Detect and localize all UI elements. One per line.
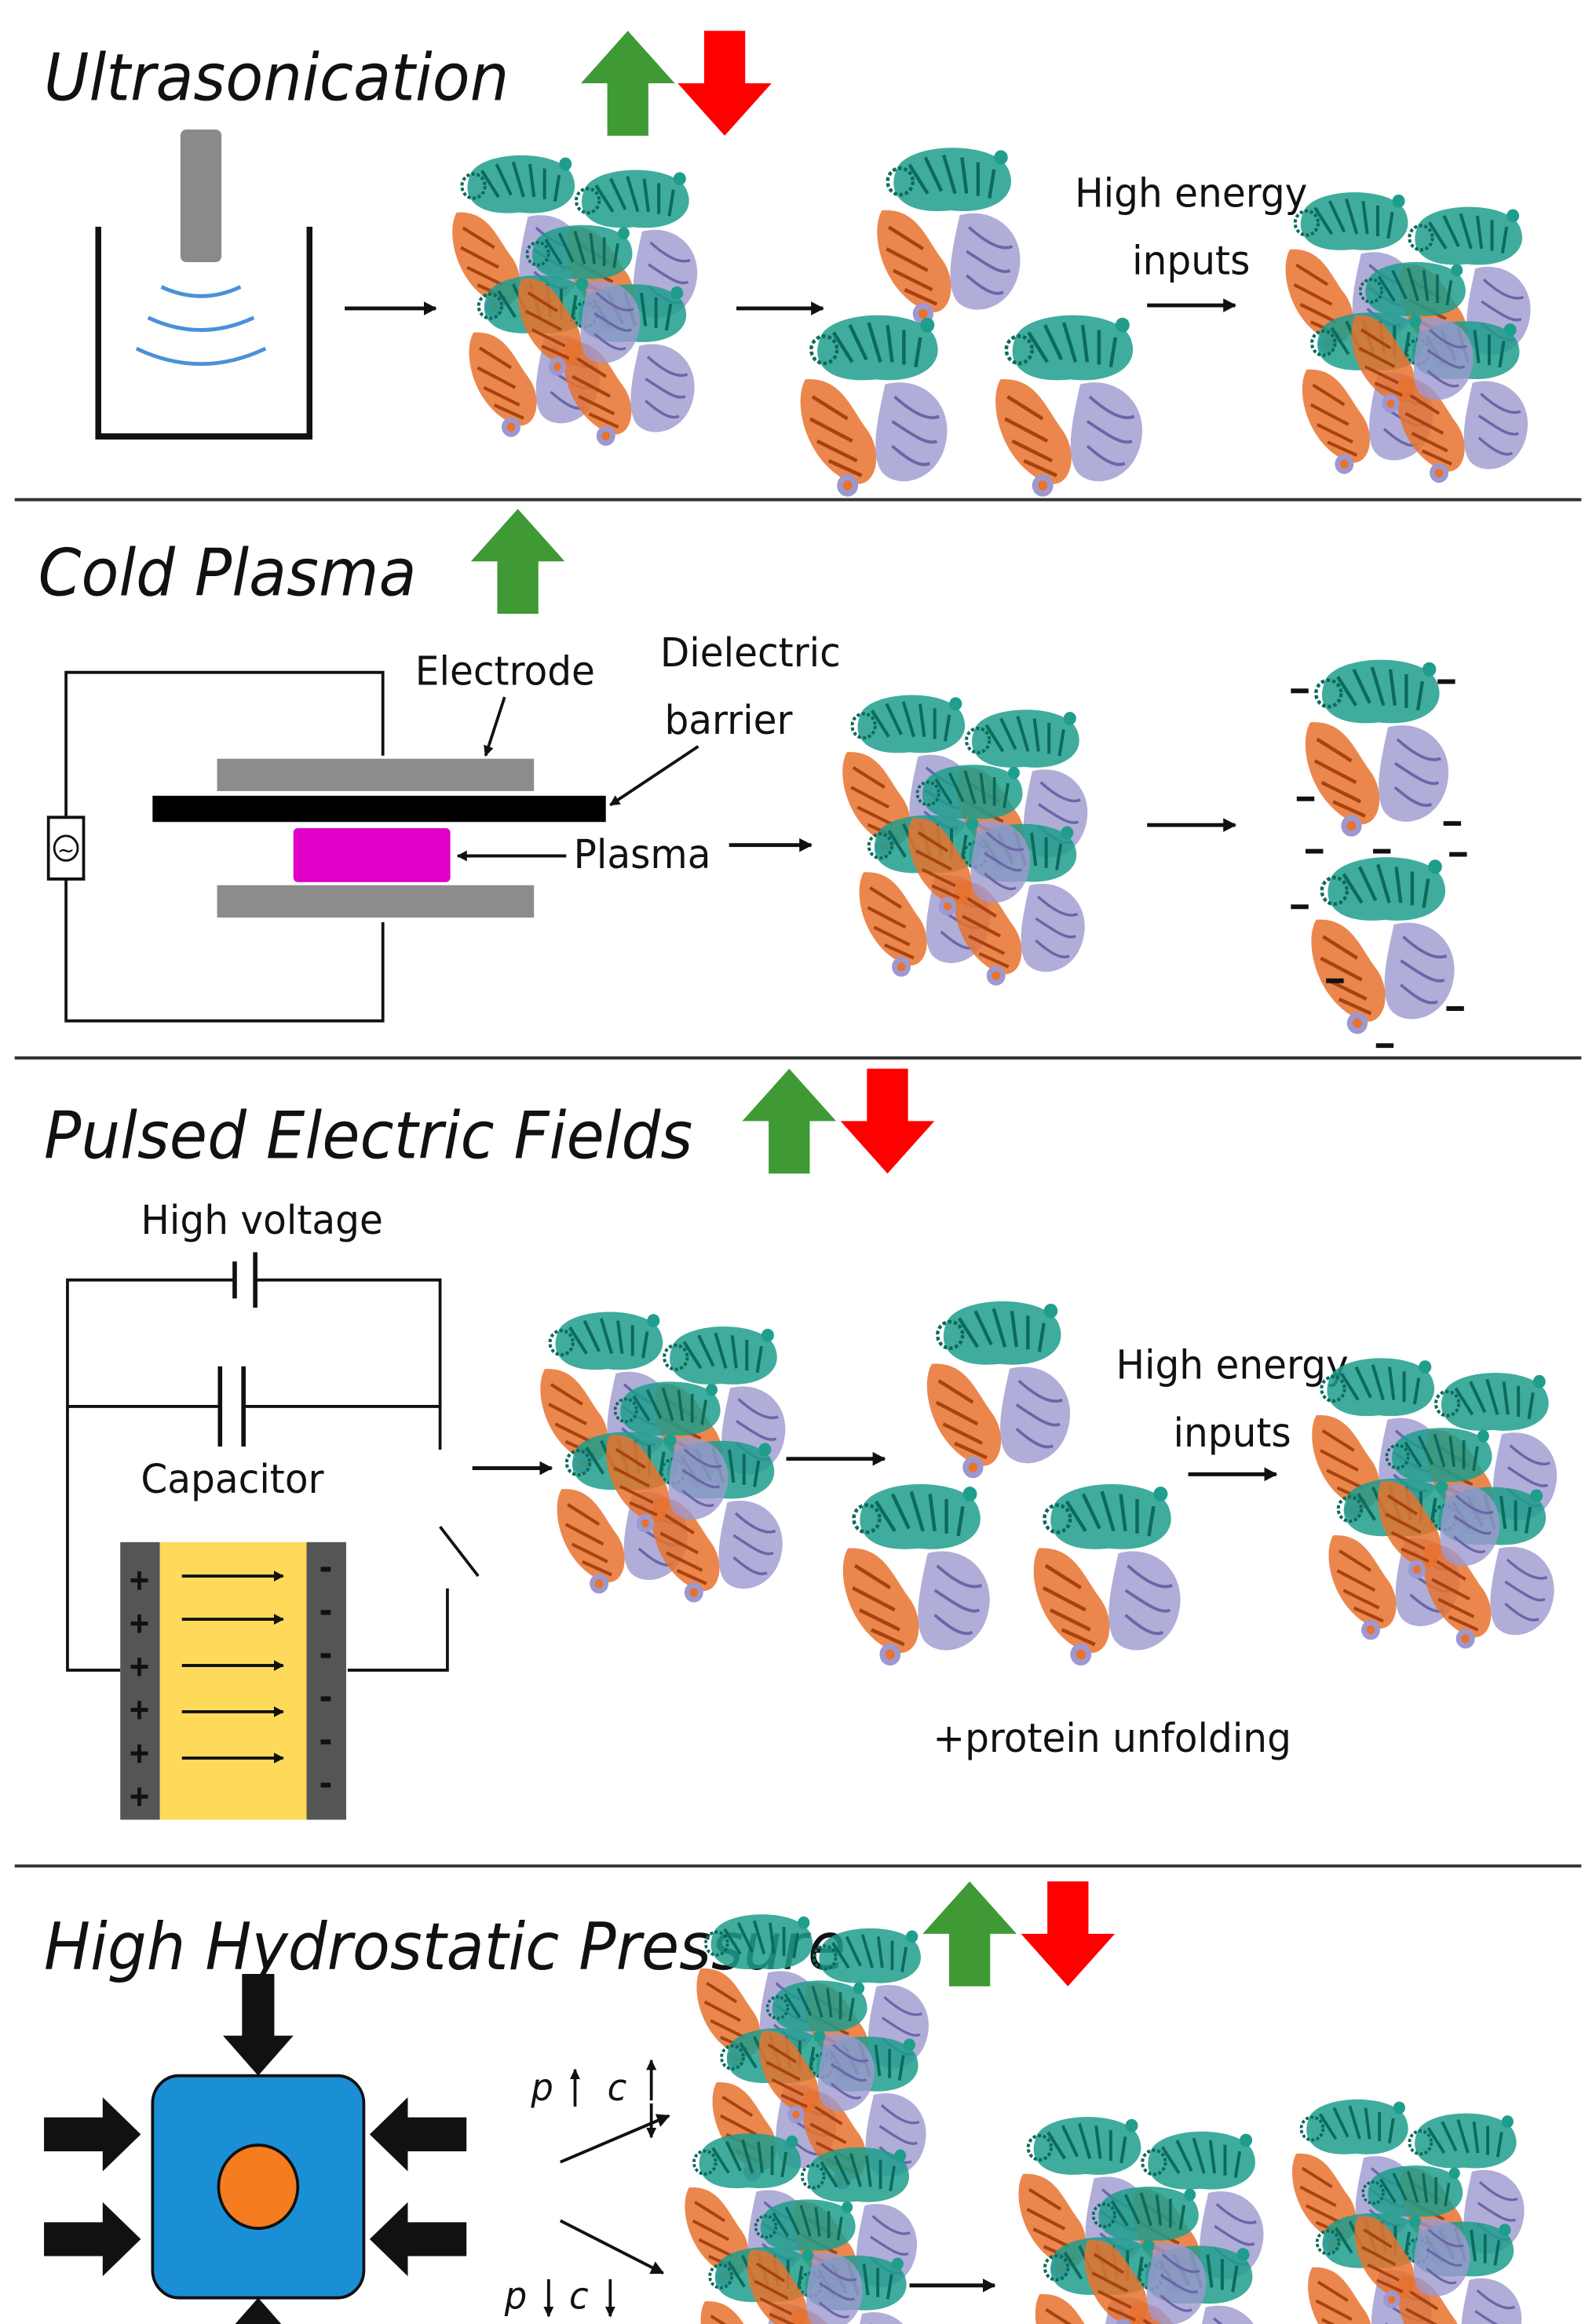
panel-title: Ultrasonication (44, 40, 509, 115)
svg-text:+: + (130, 1776, 149, 1815)
label-barrier: barrier (664, 697, 792, 743)
protein-aggregate (452, 155, 697, 446)
pressure-arrow-icon (223, 1973, 294, 2076)
flow-arrow (559, 2219, 665, 2275)
label-dielectric: Dielectric (660, 629, 841, 676)
protein-aggregate (1292, 2100, 1525, 2324)
decrease-arrow-icon (1021, 1881, 1116, 1987)
svg-text:-: - (316, 1591, 335, 1630)
protein-trimer-charged (1311, 857, 1454, 1034)
panel-ultrasonication: Ultrasonication High energy inputs (44, 31, 1531, 496)
protein-aggregate (540, 1312, 785, 1602)
protein-aggregate (1018, 2117, 1263, 2324)
protein-trimer (1034, 1484, 1181, 1665)
increase-arrow-icon (470, 509, 565, 615)
panel-pulsed-electric-fields: Pulsed Electric Fields High voltage Capa… (44, 1068, 1557, 1820)
svg-text:-: - (316, 1720, 335, 1760)
decrease-arrow-icon (677, 31, 772, 136)
beaker (95, 226, 313, 440)
circuit-wire (64, 670, 385, 818)
negative-charges (1291, 679, 1467, 1049)
panel-title: Cold Plasma (38, 535, 417, 611)
svg-text:+: + (130, 1560, 149, 1600)
pef-circuit (66, 1252, 480, 1672)
ultrasonic-waves (135, 285, 267, 367)
ac-source-label: ~ (57, 838, 75, 863)
increase-arrow-icon (922, 1881, 1017, 1987)
label-inputs: inputs (1132, 238, 1250, 284)
protein-aggregate (1312, 1358, 1557, 1648)
decrease-arrow-icon (840, 1068, 935, 1174)
pointer-line (484, 696, 506, 757)
label-high-energy: High energy (1116, 1341, 1348, 1388)
bottom-electrode (217, 885, 535, 918)
dielectric-barrier (152, 795, 606, 823)
panel-cold-plasma: Cold Plasma ~ Electrode Dielectric barri… (38, 509, 1467, 1049)
protein-aggregate (1286, 192, 1531, 483)
top-electrode (217, 758, 535, 791)
svg-text:-: - (316, 1764, 335, 1803)
plasma-region (293, 828, 451, 882)
condition-low: p c (504, 2274, 615, 2318)
label-electrode: Electrode (415, 648, 595, 694)
ultrasonic-probe-icon (180, 130, 222, 263)
pressure-arrow-icon (44, 2202, 141, 2277)
panel-high-hydrostatic-pressure: High Hydrostatic Pressure p c p c (44, 1881, 1525, 2324)
svg-text:-: - (316, 1677, 335, 1717)
electric-field-cell: + + + + + + - - - - - - (120, 1541, 346, 1820)
panel-title: Pulsed Electric Fields (44, 1098, 692, 1173)
label-capacitor: Capacitor (141, 1456, 324, 1502)
svg-text:+: + (130, 1690, 149, 1729)
ac-source-symbol (53, 834, 79, 862)
svg-text:+: + (130, 1733, 149, 1772)
pressure-arrow-icon (223, 2297, 294, 2324)
protein-trimer (877, 148, 1020, 324)
protein-trimer (801, 316, 948, 497)
increase-arrow-icon (580, 31, 675, 136)
svg-text:p: p (530, 2066, 553, 2109)
svg-text:+: + (130, 1647, 149, 1686)
flow-arrow (560, 2114, 670, 2164)
pressure-arrow-icon (44, 2097, 141, 2172)
pressure-arrow-icon (369, 2097, 467, 2172)
svg-text:c: c (569, 2274, 589, 2317)
condition-high: p c (530, 2059, 657, 2139)
protein-trimer-charged (1306, 660, 1448, 837)
protein-trimer (927, 1301, 1070, 1478)
label-high-energy: High energy (1075, 170, 1307, 216)
label-plasma: Plasma (574, 831, 711, 877)
label-protein-unfolding: +protein unfolding (933, 1715, 1291, 1761)
svg-text:c: c (608, 2066, 627, 2109)
protein-aggregate (842, 695, 1087, 986)
increase-arrow-icon (742, 1068, 837, 1174)
sample-core (217, 2143, 300, 2231)
label-high-voltage: High voltage (141, 1197, 383, 1243)
pointer-line (609, 745, 699, 807)
svg-text:p: p (504, 2274, 527, 2317)
label-inputs: inputs (1173, 1410, 1291, 1456)
circuit-wire (64, 878, 385, 1023)
protein-trimer (995, 316, 1142, 497)
svg-text:-: - (316, 1548, 335, 1587)
svg-text:-: - (316, 1634, 335, 1673)
svg-text:+: + (130, 1603, 149, 1643)
protein-trimer (843, 1484, 990, 1665)
pressure-arrow-icon (369, 2202, 467, 2277)
